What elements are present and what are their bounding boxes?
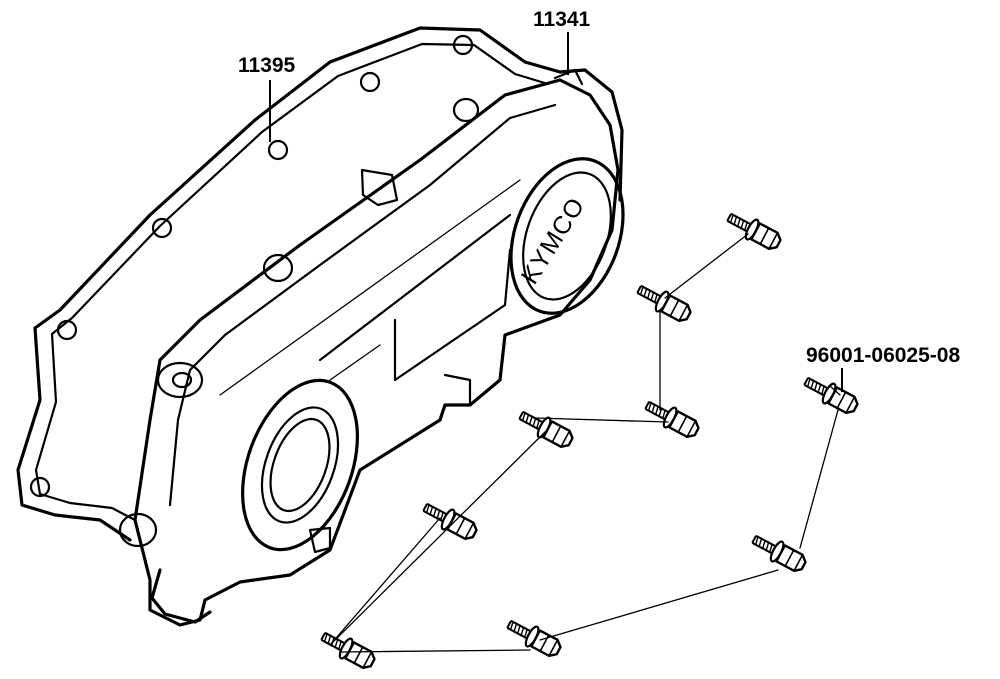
mount-boss bbox=[452, 97, 480, 123]
pulley-cap bbox=[260, 406, 340, 524]
bolt bbox=[422, 502, 478, 540]
bolt bbox=[320, 631, 376, 669]
gasket-bolt-hole bbox=[151, 217, 173, 239]
bolt bbox=[518, 410, 574, 448]
gasket-bolt-hole bbox=[359, 71, 381, 93]
mount-boss bbox=[118, 512, 158, 548]
pulley-cap-inner bbox=[269, 417, 331, 513]
bolt bbox=[506, 619, 562, 657]
brand-logo-text: KYMCO bbox=[516, 192, 591, 289]
gasket-bolt-hole bbox=[267, 139, 289, 161]
part-label-gasket: 11395 bbox=[238, 54, 296, 77]
bolt bbox=[751, 534, 807, 572]
gasket-bolt-hole bbox=[56, 319, 78, 341]
mount-boss bbox=[262, 253, 294, 283]
mount-boss bbox=[156, 361, 204, 399]
assembly-lines bbox=[329, 233, 841, 653]
bolt bbox=[644, 400, 700, 438]
clutch-housing bbox=[509, 157, 625, 315]
part-label-bolt: 96001-06025-08 bbox=[806, 344, 960, 367]
gasket-bolt-hole bbox=[29, 476, 51, 498]
bolt bbox=[636, 284, 692, 322]
bolt bbox=[803, 376, 859, 414]
gasket-bolt-hole bbox=[452, 34, 474, 56]
gasket-outline bbox=[16, 26, 624, 542]
logo-plate bbox=[522, 171, 612, 301]
rib-tab bbox=[360, 168, 399, 207]
bolt bbox=[726, 212, 782, 250]
crankcase-cover bbox=[118, 68, 625, 627]
mount-boss-hole bbox=[171, 371, 193, 389]
pulley-housing bbox=[241, 378, 359, 552]
part-label-cover: 11341 bbox=[533, 8, 591, 31]
